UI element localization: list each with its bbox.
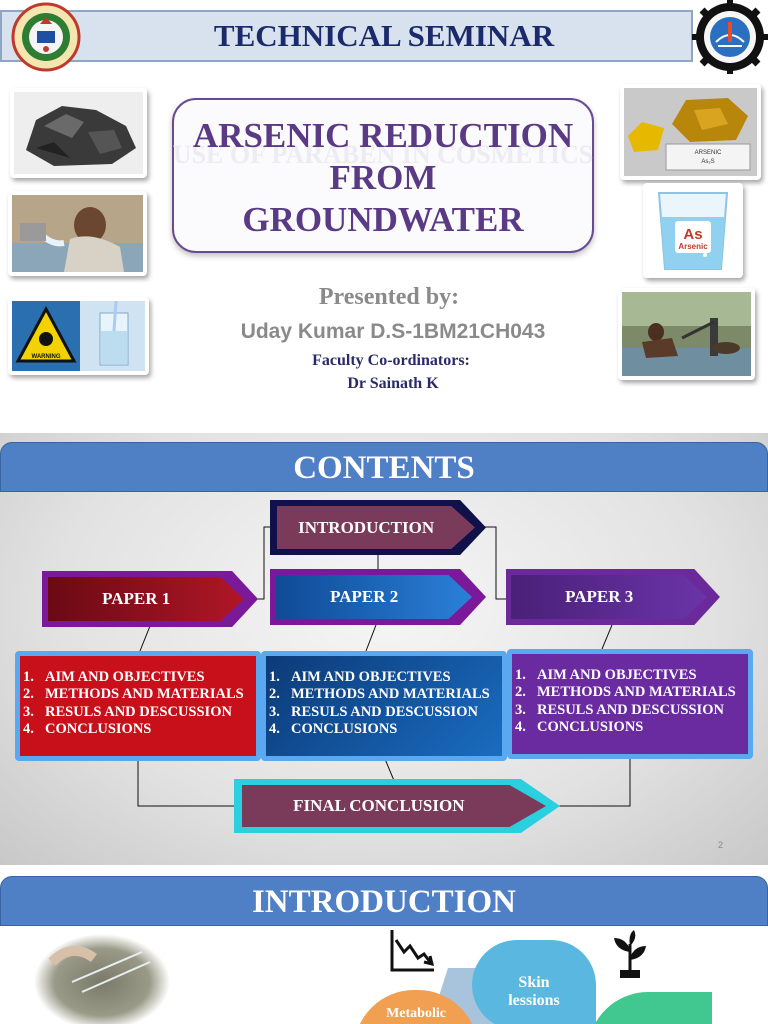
paper-1-label: PAPER 1 (102, 589, 171, 608)
paper-3-topic: 3.RESULS AND DESCUSSION (515, 701, 724, 718)
paper-2-topic: 2.METHODS AND MATERIALS (269, 686, 490, 703)
water-hand-photo (32, 932, 172, 1024)
man-drinking-water-photo (8, 191, 147, 276)
title-bar (0, 10, 693, 62)
final-conclusion-label: FINAL CONCLUSION (293, 796, 465, 815)
seminar-title: TECHNICAL SEMINAR (213, 18, 555, 53)
title-line-3: GROUNDWATER (242, 200, 524, 239)
plant-icon (610, 930, 650, 980)
paper-3-label: PAPER 3 (565, 587, 634, 606)
arsenic-mineral-photo: ARSENIC As₂S (620, 84, 761, 180)
paper-1-topics: 1.AIM AND OBJECTIVES 2.METHODS AND MATER… (15, 651, 261, 761)
paper-2-node: PAPER 2 (276, 575, 472, 619)
paper-1-node: PAPER 1 (48, 577, 244, 621)
green-bubble (588, 992, 712, 1024)
final-conclusion-node: FINAL CONCLUSION (242, 785, 546, 827)
faculty-label: Faculty Co-ordinators: (312, 352, 470, 369)
paper-1-topic: 1.AIM AND OBJECTIVES (23, 669, 205, 685)
faded-background-text: USE OF PARABEN IN COSMETICS (172, 140, 594, 169)
paper-3-topic: 1.AIM AND OBJECTIVES (515, 667, 697, 683)
title-line-1: ARSENIC REDUCTION (192, 116, 574, 155)
paper-3-node: PAPER 3 (511, 575, 707, 619)
warning-sign-text: WARNING (32, 354, 61, 360)
university-logo (10, 2, 82, 72)
arsenic-warning-photo: WARNING (8, 297, 149, 375)
skin-lesions-label: Skin lessions (508, 974, 560, 1009)
seminar-topic-title: ARSENIC REDUCTION FROM GROUNDWATER (172, 115, 594, 241)
title-slide: TECHNICAL SEMINAR (0, 0, 768, 430)
paper-3-topic: 2.METHODS AND MATERIALS (515, 684, 736, 701)
introduction-node-label: INTRODUCTION (298, 517, 435, 537)
main-title-box (172, 98, 594, 253)
metabolic-label: Metabolic (386, 1006, 446, 1021)
arsenic-sample-formula: As₂S (701, 159, 714, 165)
introduction-slide: INTRODUCTION (0, 868, 768, 1024)
paper-2-label: PAPER 2 (330, 587, 399, 606)
paper-1-topic: 4.CONCLUSIONS (23, 720, 152, 737)
paper-1-topic: 3.RESULS AND DESCUSSION (23, 703, 232, 720)
presenter-name: Uday Kumar D.S-1BM21CH043 (240, 320, 546, 343)
introduction-node: INTRODUCTION (277, 506, 475, 549)
arsenic-glass-photo: As Arsenic (643, 183, 743, 278)
declining-chart-icon (388, 926, 438, 974)
hand-pump-photo (618, 288, 755, 380)
contents-slide: CONTENTS INTRODUCTION PAPER 1 PAPER 2 PA… (0, 433, 768, 865)
page-number: 2 (718, 840, 724, 850)
coal-rock-photo (10, 88, 147, 178)
paper-2-topic: 1.AIM AND OBJECTIVES (269, 669, 451, 685)
arsenic-glass-symbol: As (683, 226, 702, 243)
contents-banner: CONTENTS (0, 442, 768, 492)
college-logo (692, 0, 768, 74)
introduction-banner: INTRODUCTION (0, 876, 768, 926)
paper-3-topics: 1.AIM AND OBJECTIVES 2.METHODS AND MATER… (507, 649, 753, 759)
paper-2-topic: 3.RESULS AND DESCUSSION (269, 703, 478, 720)
paper-3-topic: 4.CONCLUSIONS (515, 718, 644, 735)
paper-1-topic: 2.METHODS AND MATERIALS (23, 686, 244, 703)
title-line-2: FROM (329, 158, 437, 197)
presented-by-label: Presented by: (318, 284, 460, 310)
faculty-name: Dr Sainath K (347, 375, 439, 392)
arsenic-glass-name: Arsenic (678, 242, 708, 251)
paper-2-topic: 4.CONCLUSIONS (269, 720, 398, 737)
arsenic-sample-label: ARSENIC (695, 150, 722, 156)
paper-2-topics: 1.AIM AND OBJECTIVES 2.METHODS AND MATER… (261, 651, 507, 761)
skin-lesions-bubble: Skin lessions (472, 940, 596, 1024)
